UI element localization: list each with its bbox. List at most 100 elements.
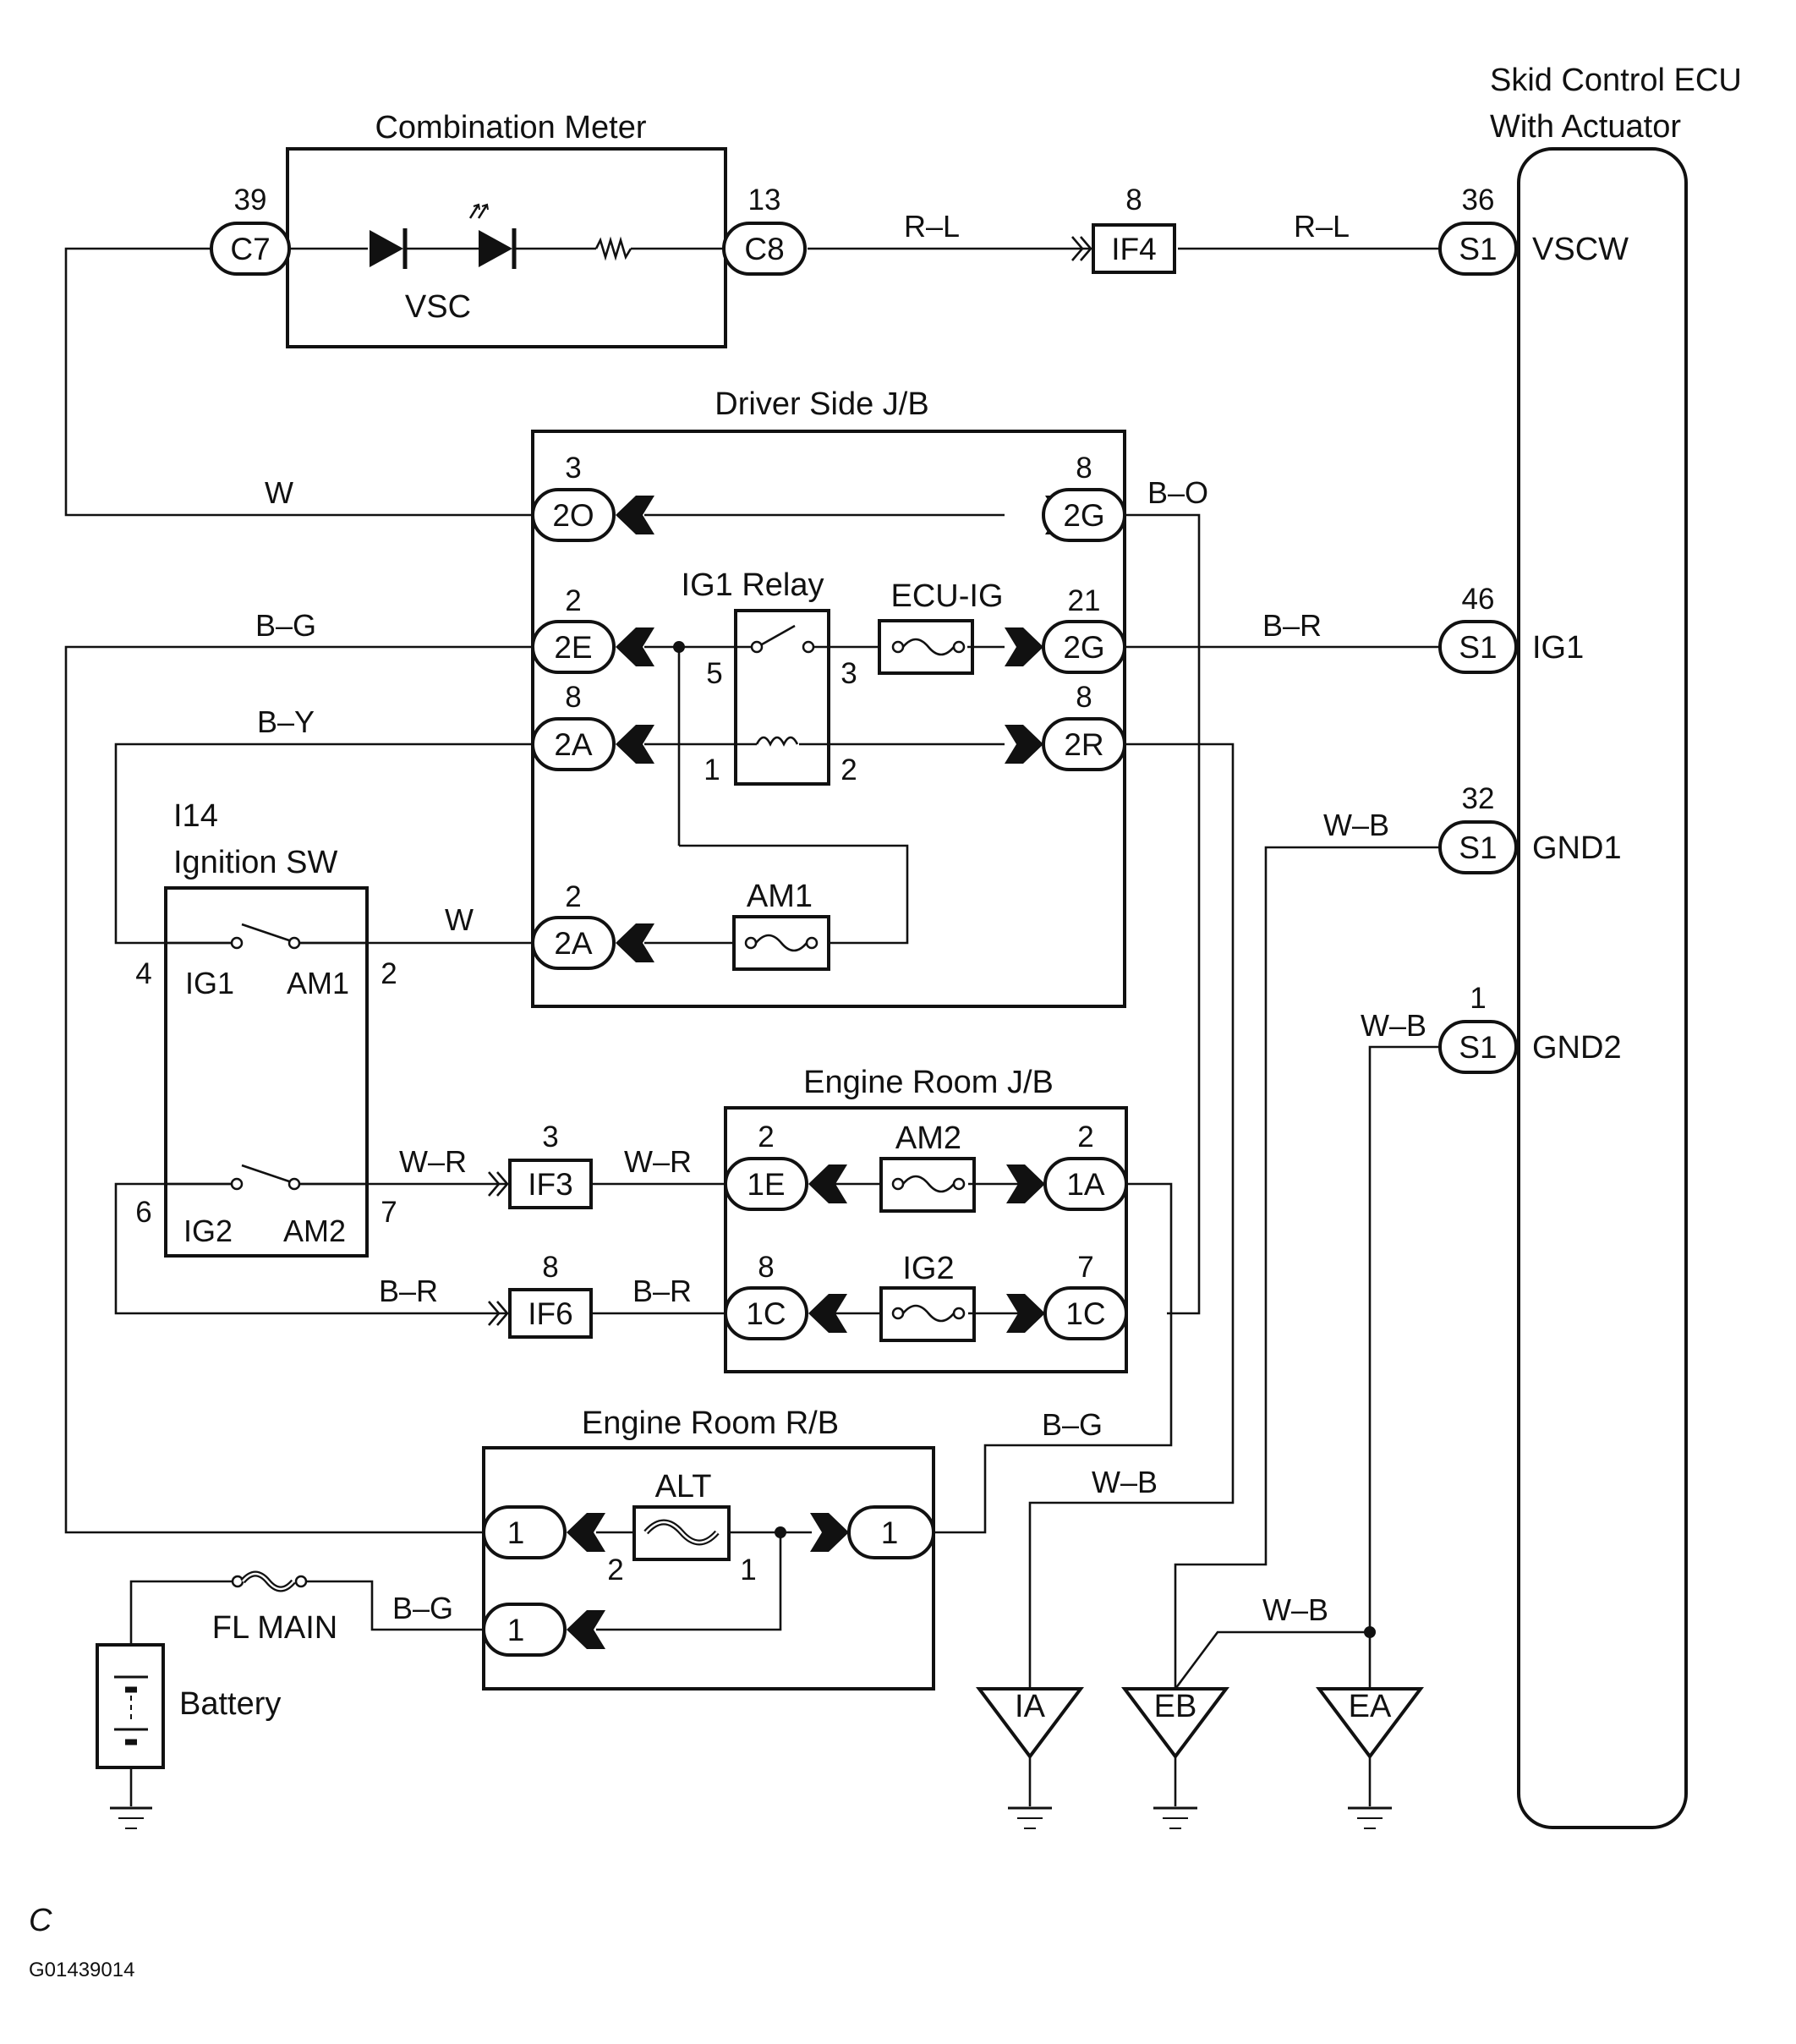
ig2-fuse: IG2 bbox=[879, 1251, 976, 1342]
pin-number: 8 bbox=[565, 681, 581, 714]
wire-label: R–L bbox=[904, 209, 960, 244]
pin-number: 4 bbox=[135, 957, 151, 990]
wire-label: W–B bbox=[1361, 1008, 1426, 1043]
pin-number: 2 bbox=[758, 1121, 774, 1154]
battery-label: Battery bbox=[179, 1686, 281, 1722]
connector-if6: IF6 8 bbox=[488, 1251, 593, 1339]
footer-letter: C bbox=[29, 1903, 52, 1938]
ecu-terminal-gnd2: GND2 bbox=[1532, 1030, 1622, 1066]
led-icon bbox=[479, 230, 512, 267]
battery: Battery bbox=[96, 1643, 281, 1769]
connector-1c: 1C bbox=[746, 1296, 786, 1331]
wire-label: W–B bbox=[1262, 1592, 1328, 1627]
fl-main: FL MAIN bbox=[212, 1570, 337, 1646]
engine-room-jb: Engine Room J/B 1E 2 AM2 1A 2 1C 8 IG2 bbox=[724, 1065, 1128, 1373]
ig2-label: IG2 bbox=[902, 1251, 954, 1286]
ecu-label-sub: With Actuator bbox=[1490, 109, 1681, 145]
ignition-sw-label: Ignition SW bbox=[173, 845, 337, 880]
pin-number: 2 bbox=[1077, 1121, 1093, 1154]
pin-number: 7 bbox=[1077, 1251, 1093, 1284]
wire-label: B–R bbox=[1262, 608, 1322, 643]
pin-number: 2 bbox=[565, 880, 581, 913]
combination-meter: Combination Meter VSC bbox=[286, 110, 727, 348]
jb-pin-left bbox=[808, 1294, 847, 1333]
svg-text:C8: C8 bbox=[744, 232, 784, 266]
jb-pin-left bbox=[616, 627, 654, 666]
jb-pin-right bbox=[1006, 1294, 1045, 1333]
svg-text:IF3: IF3 bbox=[528, 1167, 572, 1202]
pin-number: 1 bbox=[1470, 982, 1486, 1015]
connector-s1: S1 bbox=[1459, 630, 1497, 665]
svg-text:EB: EB bbox=[1154, 1689, 1197, 1724]
wire-label: W–B bbox=[1323, 808, 1389, 842]
svg-text:IF4: IF4 bbox=[1111, 232, 1156, 266]
switch-terminal-am2: AM2 bbox=[283, 1214, 346, 1248]
jb-pin-left bbox=[808, 1164, 847, 1203]
switch-terminal-ig1: IG1 bbox=[185, 966, 234, 1000]
am2-label: AM2 bbox=[895, 1121, 961, 1156]
svg-text:C7: C7 bbox=[230, 232, 270, 266]
ground-ia: IA bbox=[976, 1687, 1084, 1829]
connector-2g: 2G bbox=[1063, 498, 1104, 533]
driver-jb-label: Driver Side J/B bbox=[715, 386, 928, 422]
pin-number: 8 bbox=[758, 1251, 774, 1284]
relay-coil-icon bbox=[755, 736, 799, 747]
wire-label: W–B bbox=[1092, 1465, 1158, 1499]
wire-label: B–G bbox=[1042, 1407, 1103, 1442]
pin-number: 46 bbox=[1462, 583, 1495, 616]
wire-label: W bbox=[445, 902, 474, 937]
connector-if4: IF4 8 bbox=[1071, 184, 1176, 274]
pin-number: 3 bbox=[841, 657, 857, 690]
wire-label: B–O bbox=[1147, 475, 1208, 510]
pin-number: 2 bbox=[841, 753, 857, 786]
rb-pin-left bbox=[567, 1513, 605, 1552]
fuse-icon bbox=[902, 1175, 955, 1193]
ig1-relay: IG1 Relay 5 3 1 2 bbox=[682, 567, 857, 786]
chassis-ground-icon bbox=[110, 1806, 152, 1829]
connector-2e: 2E bbox=[554, 630, 592, 665]
pin-number: 1 bbox=[740, 1554, 756, 1586]
skid-control-ecu: Skid Control ECU With Actuator S1 36 VSC… bbox=[1438, 63, 1742, 1829]
ecu-terminal-vscw: VSCW bbox=[1532, 232, 1629, 267]
jb-pin-left bbox=[616, 923, 654, 962]
ignition-switch: I14 Ignition SW IG1 AM1 4 2 IG2 AM2 6 7 bbox=[135, 798, 397, 1258]
wire-label: B–Y bbox=[257, 704, 315, 739]
svg-text:IA: IA bbox=[1015, 1689, 1046, 1724]
jb-pin-right bbox=[1005, 627, 1043, 666]
pin-number: 8 bbox=[1076, 681, 1092, 714]
ig1-relay-label: IG1 Relay bbox=[682, 567, 824, 603]
am1-label: AM1 bbox=[747, 879, 813, 914]
connector-1c: 1C bbox=[1065, 1296, 1105, 1331]
jb-pin-right bbox=[1005, 725, 1043, 764]
driver-side-jb: Driver Side J/B 2O 3 2G 8 2E 2 2G 21 IG1… bbox=[531, 386, 1126, 1008]
pin-number: 21 bbox=[1068, 584, 1101, 617]
connector-2o: 2O bbox=[552, 498, 594, 533]
svg-text:EA: EA bbox=[1349, 1689, 1392, 1724]
connector-s1: S1 bbox=[1459, 830, 1497, 865]
ecu-ig-label: ECU-IG bbox=[891, 578, 1004, 614]
connector-s1: S1 bbox=[1459, 1030, 1497, 1065]
pin-number: 5 bbox=[706, 657, 722, 690]
engine-room-rb-label: Engine Room R/B bbox=[582, 1406, 839, 1441]
ground-icon bbox=[1008, 1806, 1052, 1829]
connector-1e: 1E bbox=[747, 1167, 785, 1202]
wire-label: R–L bbox=[1294, 209, 1350, 244]
pin-number: 8 bbox=[1125, 184, 1142, 216]
ecu-label: Skid Control ECU bbox=[1490, 63, 1742, 98]
jb-pin-right bbox=[1006, 1164, 1045, 1203]
light-rays-icon bbox=[468, 203, 489, 219]
pin-number: 32 bbox=[1462, 782, 1495, 815]
am1-fuse: AM1 bbox=[732, 879, 830, 971]
rb-pin-left bbox=[567, 1610, 605, 1649]
pin-number: 2 bbox=[565, 584, 581, 617]
pin-number: 2 bbox=[607, 1554, 623, 1586]
fuse-icon bbox=[902, 638, 955, 656]
wire-label: W bbox=[265, 475, 293, 510]
switch-terminal-ig2: IG2 bbox=[183, 1214, 233, 1248]
connector-1: 1 bbox=[507, 1515, 525, 1550]
ignition-sw-id: I14 bbox=[173, 798, 218, 834]
connector-2r: 2R bbox=[1064, 727, 1103, 762]
pin-number: 1 bbox=[704, 753, 720, 786]
pin-number: 2 bbox=[381, 957, 397, 990]
